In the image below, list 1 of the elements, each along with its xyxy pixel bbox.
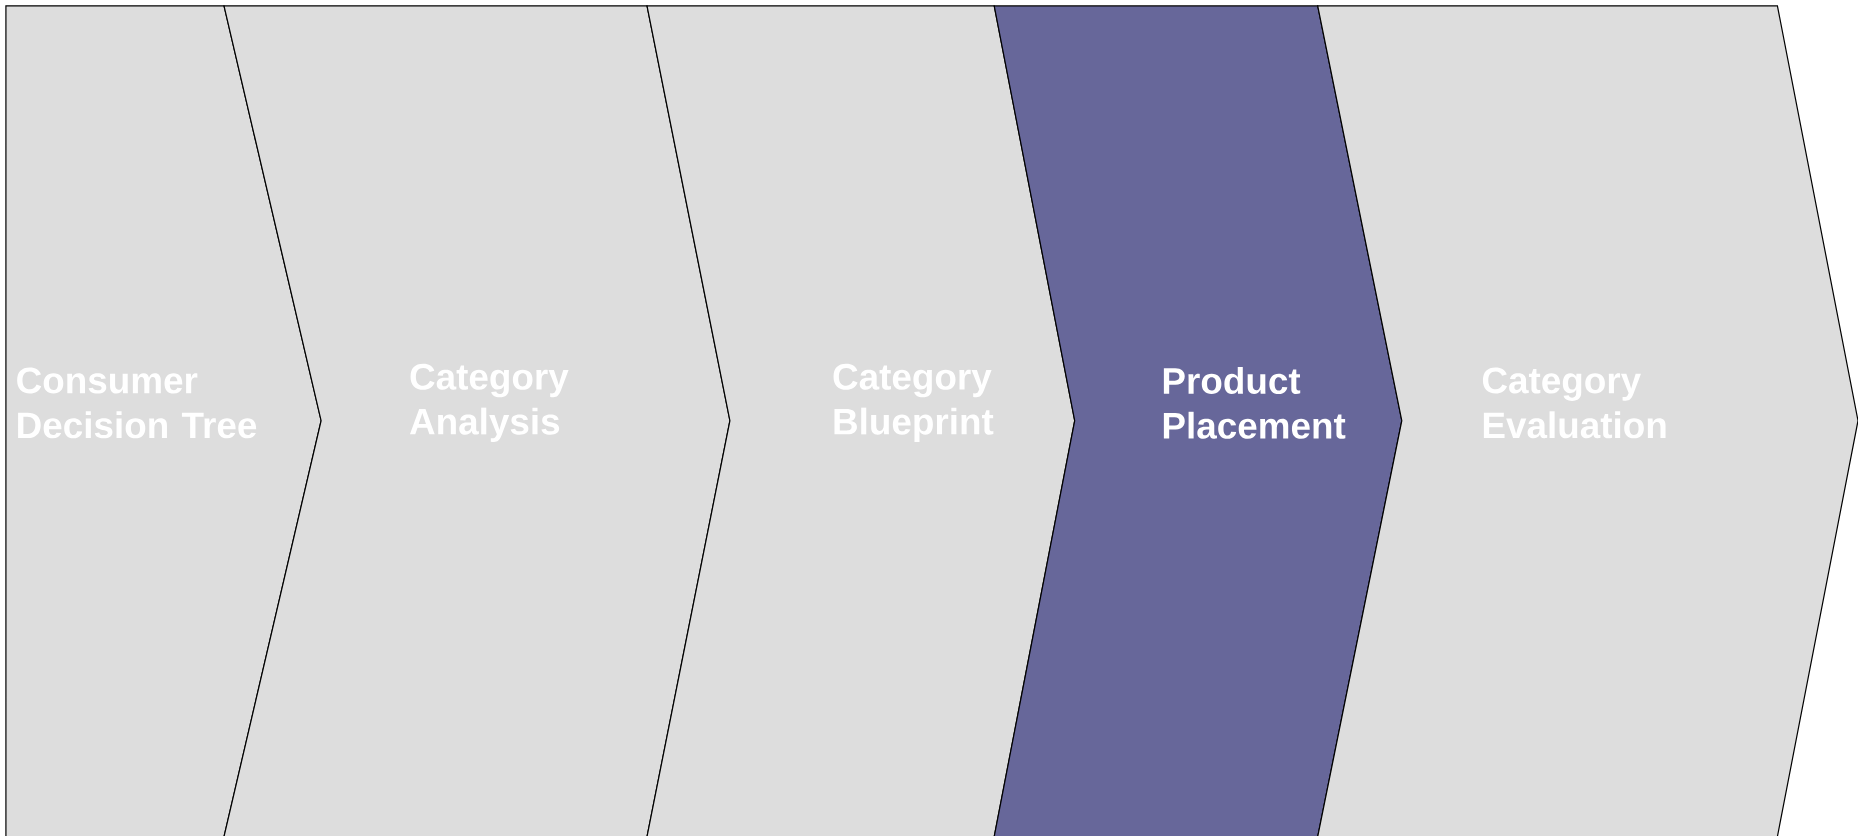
chevron-step: Product Placement <box>993 5 1403 836</box>
